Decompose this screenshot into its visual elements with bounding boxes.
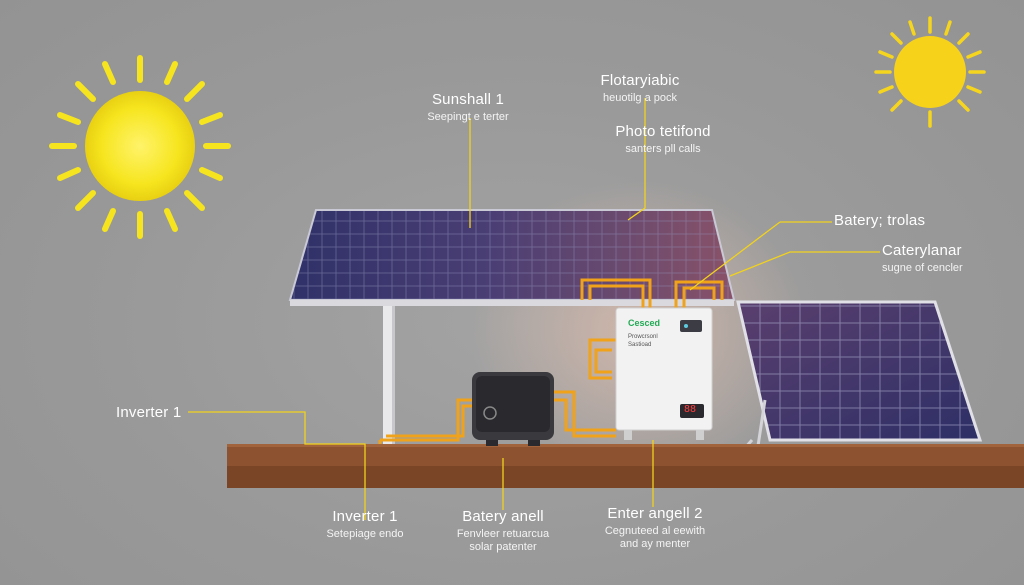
label-photo-subtitle: santers pll calls: [625, 143, 701, 155]
battery-label-1: Prowcrsonl: [628, 334, 658, 340]
label-caterylanar-title: Caterylanar: [882, 242, 962, 259]
label-enter-angell-subtitle: Cegnuteed al eewith: [604, 525, 706, 537]
sun-right-icon: [874, 16, 986, 128]
label-sunshall-subtitle: Seepingt e terter: [427, 111, 509, 123]
ground-deck: [227, 444, 1024, 488]
sun-left-icon: [49, 55, 231, 239]
label-inverter-bottom: Inverter 1 Setepiage endo: [300, 508, 430, 540]
label-batery-anell-title: Batery anell: [462, 508, 544, 525]
label-batery-anell: Batery anell Fenvleer retuarcua solar pa…: [433, 508, 573, 553]
label-sunshall: Sunshall 1 Seepingt e terter: [408, 91, 528, 123]
label-batery-trolas: Batery; trolas: [834, 212, 925, 229]
label-caterylanar-subtitle: sugne of cencler: [882, 262, 963, 274]
battery-brand: Cesced: [628, 318, 660, 328]
label-inverter-bottom-subtitle: Setepiage endo: [326, 528, 404, 540]
label-caterylanar: Caterylanar sugne of cencler: [882, 242, 963, 274]
label-enter-angell-title: Enter angell 2: [607, 505, 703, 522]
label-photo-title: Photo tetifond: [615, 123, 711, 140]
battery-labels: Prowcrsonl Sastioad: [628, 333, 658, 349]
label-flotary: Flotaryiabic heuotilg a pock: [580, 72, 700, 104]
panel-support: [383, 306, 395, 444]
label-batery-anell-subtitle2: solar patenter: [469, 541, 537, 553]
battery-unit: [615, 307, 713, 440]
label-batery-trolas-title: Batery; trolas: [834, 212, 926, 229]
label-flotary-subtitle: heuotilg a pock: [603, 92, 677, 104]
label-flotary-title: Flotaryiabic: [600, 72, 680, 89]
battery-display: 88: [684, 404, 697, 415]
inverter-unit: [472, 372, 554, 446]
label-enter-angell: Enter angell 2 Cegnuteed al eewith and a…: [580, 505, 730, 550]
label-batery-anell-subtitle: Fenvleer retuarcua: [456, 528, 550, 540]
battery-brand-name: Cesced: [628, 318, 661, 328]
label-inverter-left-title: Inverter 1: [116, 404, 182, 421]
wiring-cables: [378, 278, 724, 444]
leader-lines: [188, 98, 880, 520]
label-inverter-left: Inverter 1: [116, 404, 181, 421]
label-inverter-bottom-title: Inverter 1: [332, 508, 398, 525]
label-enter-angell-subtitle2: and ay menter: [619, 538, 691, 550]
label-photo: Photo tetifond santers pll calls: [598, 123, 728, 155]
secondary-solar-panel: [736, 300, 983, 449]
main-solar-panel: [288, 209, 736, 306]
label-sunshall-title: Sunshall 1: [431, 91, 505, 108]
battery-label-2: Sastioad: [628, 342, 652, 348]
